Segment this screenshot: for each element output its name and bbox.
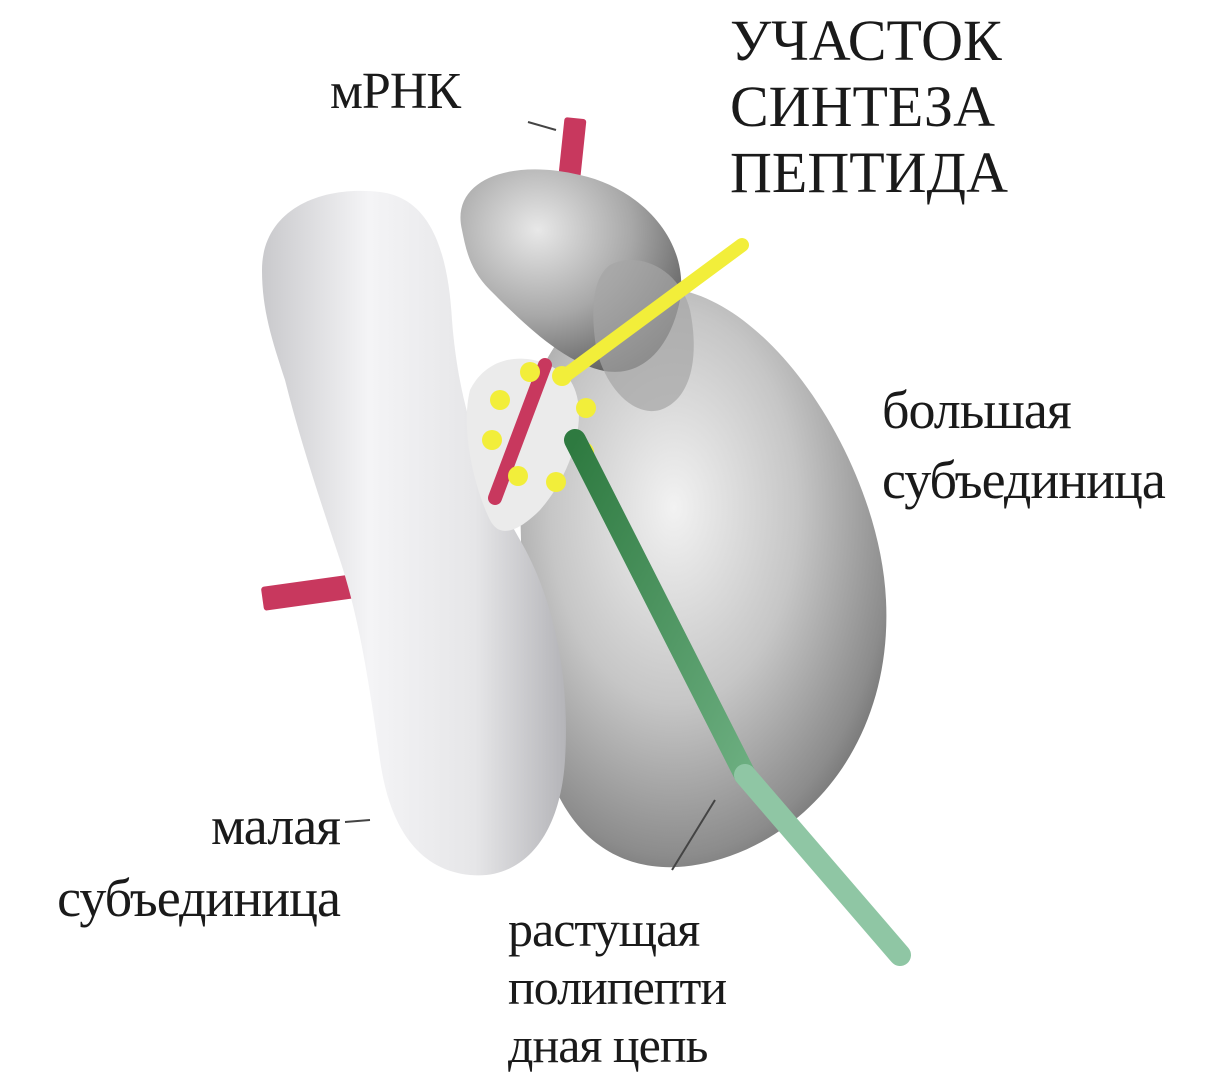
small-subunit-label: малая субъединица <box>57 790 340 934</box>
polypeptide-label-line-3: дная цепь <box>508 1016 726 1074</box>
polypeptide-label-line-2: полипепти <box>508 958 726 1016</box>
large-subunit-label-line-2: субъединица <box>882 445 1165 515</box>
small-subunit-label-pointer <box>345 820 370 822</box>
mrna-label-pointer <box>528 122 556 130</box>
mrna-label: мРНК <box>330 62 460 122</box>
synthesis-site-label-line-1: УЧАСТОК <box>730 8 1008 74</box>
synthesis-site-dot <box>490 390 510 410</box>
polypeptide-label-line-1: растущая <box>508 900 726 958</box>
synthesis-site-label-line-2: СИНТЕЗА <box>730 74 1008 140</box>
synthesis-site-dot <box>576 398 596 418</box>
polypeptide-chain-exit <box>745 775 900 955</box>
synthesis-site-label-line-3: ПЕПТИДА <box>730 140 1008 206</box>
small-subunit-label-line-1: малая <box>57 790 340 862</box>
synthesis-site-label: УЧАСТОК СИНТЕЗА ПЕПТИДА <box>730 8 1008 206</box>
small-subunit-label-line-2: субъединица <box>57 862 340 934</box>
synthesis-site-dot <box>508 466 528 486</box>
large-subunit-label: большая субъединица <box>882 375 1165 515</box>
polypeptide-label: растущая полипепти дная цепь <box>508 900 726 1074</box>
large-subunit-label-line-1: большая <box>882 375 1165 445</box>
synthesis-site-dot <box>546 472 566 492</box>
synthesis-site-dot <box>552 366 572 386</box>
mrna-label-text: мРНК <box>330 62 460 122</box>
synthesis-site-dot <box>482 430 502 450</box>
synthesis-site-dot <box>520 362 540 382</box>
